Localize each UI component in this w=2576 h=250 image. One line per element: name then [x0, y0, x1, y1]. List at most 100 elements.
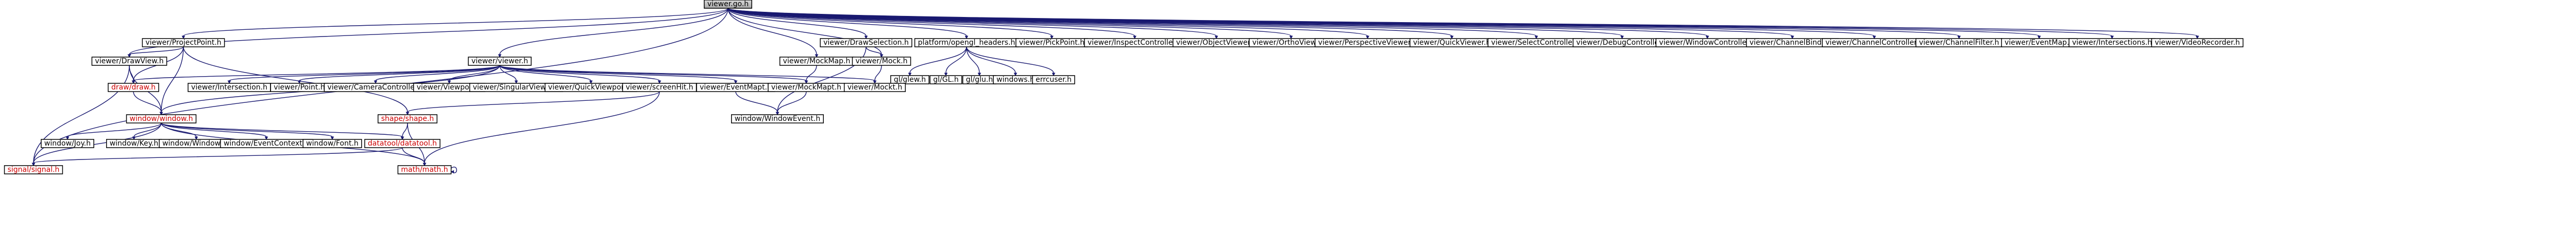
- edge-viewerh-to-quickviewport: [499, 65, 593, 84]
- edge-windowwindow-to-font: [161, 122, 334, 140]
- edge-arrowhead: [657, 80, 662, 84]
- node-channelbinder[interactable]: viewer/ChannelBinder.h: [1746, 38, 1839, 47]
- node-objectviewer[interactable]: viewer/ObjectViewer.h: [1172, 38, 1261, 47]
- node-font[interactable]: window/Font.h: [302, 139, 362, 148]
- node-debugcontroller[interactable]: viewer/DebugController.h: [1572, 38, 1672, 47]
- node-box: [929, 75, 962, 84]
- node-joy[interactable]: window/Joy.h: [41, 139, 94, 148]
- edge-arrowhead: [2195, 35, 2199, 40]
- edge-arrowhead: [1366, 35, 1369, 40]
- node-intersections[interactable]: viewer/Intersections.h: [2069, 38, 2156, 47]
- node-platform[interactable]: platform/opengl_headers.h: [914, 38, 1019, 47]
- edge-arrowhead: [405, 112, 410, 116]
- node-mockt[interactable]: viewer/Mockt.h: [843, 83, 906, 92]
- edge-line: [129, 8, 728, 55]
- node-signal[interactable]: signal/signal.h: [4, 165, 63, 174]
- node-mockmap[interactable]: viewer/MockMap.h: [779, 57, 854, 66]
- edge-line: [727, 8, 1292, 37]
- node-selectcontroller[interactable]: viewer/SelectController.h: [1487, 38, 1585, 47]
- node-projectpoint[interactable]: viewer/ProjectPoint.h: [142, 38, 225, 47]
- edge-arrowhead: [879, 54, 884, 58]
- node-channelfilter[interactable]: viewer/ChannelFilter.h: [1915, 38, 2003, 47]
- node-root[interactable]: viewer.go.h: [704, 0, 752, 9]
- node-layer: viewer.go.h viewer/ProjectPoint.h viewer/D…: [4, 0, 2244, 174]
- node-label: gl/glew.h: [894, 76, 926, 84]
- node-mathmath[interactable]: math/math.h: [397, 165, 452, 174]
- edge-platform-to-glgl: [944, 47, 967, 77]
- node-errcuser[interactable]: errcuser.h: [1032, 75, 1075, 84]
- node-singularviewer[interactable]: viewer/SingularViewer.h: [469, 83, 564, 92]
- node-windowevent[interactable]: window/WindowEvent.h: [731, 114, 824, 123]
- edge-arrowhead: [1133, 35, 1137, 40]
- node-label: viewer/SingularViewer.h: [473, 83, 560, 92]
- edge-line: [945, 47, 967, 73]
- node-windowt[interactable]: window/Windowt.h: [159, 139, 234, 148]
- node-key[interactable]: window/Key.h: [106, 139, 162, 148]
- node-point[interactable]: viewer/Point.h: [270, 83, 329, 92]
- node-label: viewer/PerspectiveViewer.h: [1318, 39, 1417, 47]
- edge-arrowhead: [1214, 35, 1218, 40]
- node-cameracontroller[interactable]: viewer/CameraController.h: [324, 83, 428, 92]
- edge-arrowhead: [498, 54, 502, 58]
- node-eventmap[interactable]: viewer/EventMap.h: [2001, 38, 2077, 47]
- node-perspective[interactable]: viewer/PerspectiveViewer.h: [1314, 38, 1421, 47]
- node-quickviewport[interactable]: viewer/QuickViewport.h: [545, 83, 637, 92]
- edge-line: [727, 8, 817, 55]
- edge-arrowhead: [65, 136, 70, 140]
- node-drawview[interactable]: viewer/DrawView.h: [91, 57, 167, 66]
- node-drawdraw[interactable]: draw/draw.h: [108, 83, 159, 92]
- node-glglu[interactable]: gl/glu.h: [962, 75, 996, 84]
- edge-line: [67, 122, 162, 137]
- edge-arrowhead: [374, 80, 378, 84]
- node-videorecorder[interactable]: viewer/VideoRecorder.h: [2151, 38, 2244, 47]
- node-eventmapt[interactable]: viewer/EventMapt.h: [696, 83, 775, 92]
- node-screenhit[interactable]: viewer/screenHit.h: [622, 83, 697, 92]
- node-windowcontroller[interactable]: viewer/WindowController.h: [1655, 38, 1759, 47]
- edge-line: [909, 46, 967, 74]
- node-pickpoint[interactable]: viewer/PickPoint.h: [1015, 38, 1088, 47]
- node-intersection[interactable]: viewer/Intersection.h: [188, 83, 271, 92]
- node-orthoviewer[interactable]: viewer/OrthoViewer.h: [1248, 38, 1334, 47]
- node-datatoolbox[interactable]: datatool/datatool.h: [364, 139, 440, 148]
- edge-arrowhead: [775, 112, 779, 116]
- node-label: viewer/WindowController.h: [1659, 39, 1755, 47]
- node-glglew[interactable]: gl/glew.h: [890, 75, 929, 84]
- node-inspect[interactable]: viewer/InspectController.h: [1084, 38, 1185, 47]
- edge-platform-to-errcuser: [966, 46, 1056, 77]
- edge-arrowhead: [864, 35, 868, 40]
- edge-line: [183, 47, 408, 112]
- node-label: viewer/SelectController.h: [1491, 39, 1581, 47]
- edge-arrowhead: [908, 73, 912, 77]
- node-eventcontext[interactable]: window/EventContext.h: [220, 139, 313, 148]
- edge-screenhit-to-shapeshape: [405, 91, 660, 116]
- node-windows[interactable]: windows.h: [993, 75, 1038, 84]
- node-windowwindow[interactable]: window/window.h: [126, 114, 197, 123]
- node-mock[interactable]: viewer/Mock.h: [852, 57, 911, 66]
- node-glgl[interactable]: gl/GL.h: [929, 75, 962, 84]
- node-label: viewer/DrawView.h: [95, 57, 163, 65]
- edge-line: [375, 65, 500, 81]
- edge-arrowhead: [815, 54, 819, 58]
- edge-arrowhead: [1957, 35, 1961, 40]
- edge-arrowhead: [127, 54, 131, 58]
- node-label: window/EventContext.h: [224, 139, 309, 148]
- node-label: window/Windowt.h: [162, 139, 230, 148]
- node-channelcontroller[interactable]: viewer/ChannelController.h: [1822, 38, 1927, 47]
- edge-line: [449, 65, 500, 81]
- edge-arrowhead: [944, 73, 948, 77]
- node-label: viewer/EventMap.h: [2005, 39, 2074, 47]
- node-box: [890, 75, 929, 84]
- node-mockmapt[interactable]: viewer/MockMapt.h: [768, 83, 845, 92]
- node-shapeshape[interactable]: shape/shape.h: [377, 114, 438, 123]
- node-box: [704, 0, 752, 9]
- edge-viewerh-to-mockt: [499, 65, 877, 84]
- edge-viewerh-to-viewport: [447, 65, 500, 84]
- node-quickviewer[interactable]: viewer/QuickViewer.h: [1409, 38, 1495, 47]
- node-viewerh[interactable]: viewer/viewer.h: [468, 57, 532, 66]
- edge-line: [133, 65, 500, 81]
- node-drawselection[interactable]: viewer/DrawSelection.h: [820, 38, 912, 47]
- edge-line: [777, 91, 807, 113]
- edge-root-to-channelfilter: [727, 8, 1961, 40]
- node-viewport[interactable]: viewer/Viewport.h: [413, 83, 486, 92]
- edge-line: [229, 65, 500, 81]
